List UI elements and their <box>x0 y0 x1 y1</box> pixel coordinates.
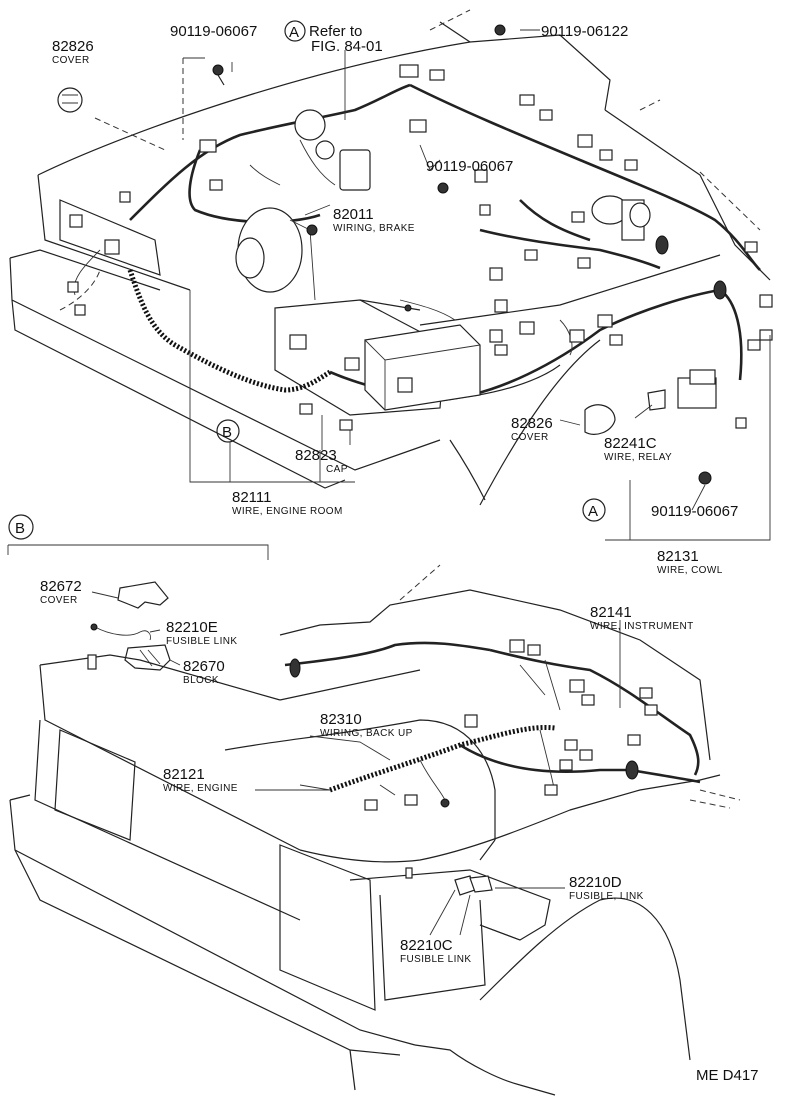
svg-text:B: B <box>222 424 232 441</box>
marker-b-icon <box>8 514 34 540</box>
svg-text:90119-06067: 90119-06067 <box>651 503 738 520</box>
svg-text:FUSIBLE LINK: FUSIBLE LINK <box>166 636 238 647</box>
svg-text:90119-06067: 90119-06067 <box>426 158 513 175</box>
svg-text:82011: 82011 <box>333 206 374 223</box>
svg-text:82210E: 82210E <box>166 619 218 636</box>
svg-text:82310: 82310 <box>320 711 362 728</box>
svg-text:WIRE, COWL: WIRE, COWL <box>657 565 723 576</box>
callout-90119-06067-mid: 90119-06067 <box>426 158 513 175</box>
callout-82210d: 82210D FUSIBLE, LINK <box>569 874 644 902</box>
marker-b-icon <box>216 419 240 443</box>
svg-text:WIRE, ENGINE ROOM: WIRE, ENGINE ROOM <box>232 506 343 517</box>
lower-components <box>87 639 658 896</box>
svg-text:ME D417: ME D417 <box>696 1067 759 1084</box>
svg-text:FUSIBLE, LINK: FUSIBLE, LINK <box>569 891 644 902</box>
svg-text:B: B <box>15 520 25 537</box>
footer-code: ME D417 <box>696 1067 759 1084</box>
callout-82672: 82672 COVER <box>40 578 82 606</box>
callout-82210c: 82210C FUSIBLE LINK <box>400 937 472 965</box>
upper-leader-lines <box>94 29 771 541</box>
svg-text:90119-06122: 90119-06122 <box>541 23 628 40</box>
svg-text:82672: 82672 <box>40 578 82 595</box>
callout-82310: 82310 WIRING, BACK UP <box>320 711 413 739</box>
svg-text:82121: 82121 <box>163 766 205 783</box>
svg-text:82141: 82141 <box>590 604 632 621</box>
svg-text:82670: 82670 <box>183 658 225 675</box>
svg-text:FIG. 84-01: FIG. 84-01 <box>311 38 383 55</box>
callout-82141: 82141 WIRE, INSTRUMENT <box>590 604 694 632</box>
callout-82826-cover-mid: 82826 COVER <box>511 415 553 443</box>
inset-parts <box>90 581 171 671</box>
marker-b-inset: B <box>8 514 34 540</box>
upper-car-body <box>9 9 771 506</box>
svg-text:82131: 82131 <box>657 548 699 565</box>
callout-90119-06067-right: 90119-06067 <box>651 503 738 520</box>
svg-text:A: A <box>588 503 598 520</box>
svg-text:WIRING, BRAKE: WIRING, BRAKE <box>333 223 415 234</box>
svg-text:CAP: CAP <box>326 464 348 475</box>
callout-90119-06067-top: 90119-06067 <box>170 23 257 40</box>
svg-text:COVER: COVER <box>511 432 549 443</box>
callout-ref-a: A Refer to FIG. 84-01 <box>284 20 383 55</box>
svg-text:82826: 82826 <box>52 38 94 55</box>
callout-82210e: 82210E FUSIBLE LINK <box>166 619 238 647</box>
svg-text:82210C: 82210C <box>400 937 453 954</box>
svg-text:WIRE, RELAY: WIRE, RELAY <box>604 452 672 463</box>
lower-leader-lines <box>91 591 621 936</box>
marker-a-icon <box>582 498 606 522</box>
svg-text:BLOCK: BLOCK <box>183 675 219 686</box>
upper-components <box>57 24 773 485</box>
callout-82823: 82823 CAP <box>295 447 348 475</box>
svg-text:82241C: 82241C <box>604 435 657 452</box>
callout-82241c: 82241C WIRE, RELAY <box>604 435 672 463</box>
marker-a-icon <box>284 20 306 42</box>
svg-text:90119-06067: 90119-06067 <box>170 23 257 40</box>
inset-b-bracket <box>7 544 269 560</box>
svg-text:FUSIBLE LINK: FUSIBLE LINK <box>400 954 472 965</box>
callout-82131: 82131 WIRE, COWL <box>657 548 723 576</box>
callout-90119-06122: 90119-06122 <box>541 23 628 40</box>
svg-text:WIRING, BACK UP: WIRING, BACK UP <box>320 728 413 739</box>
svg-text:A: A <box>289 24 299 41</box>
callout-82826-cover-top: 82826 COVER <box>52 38 94 66</box>
svg-text:82210D: 82210D <box>569 874 622 891</box>
svg-text:COVER: COVER <box>52 55 90 66</box>
marker-a-main: A <box>582 498 606 522</box>
svg-text:WIRE, INSTRUMENT: WIRE, INSTRUMENT <box>590 621 694 632</box>
svg-text:WIRE, ENGINE: WIRE, ENGINE <box>163 783 238 794</box>
svg-text:82111: 82111 <box>232 489 272 506</box>
callout-82011: 82011 WIRING, BRAKE <box>333 206 415 234</box>
svg-text:82823: 82823 <box>295 447 337 464</box>
svg-text:COVER: COVER <box>40 595 78 606</box>
callout-82111: 82111 WIRE, ENGINE ROOM <box>232 489 343 517</box>
marker-b-main: B <box>216 419 240 443</box>
svg-text:82826: 82826 <box>511 415 553 432</box>
callout-82670: 82670 BLOCK <box>183 658 225 686</box>
callout-82121: 82121 WIRE, ENGINE <box>163 766 238 794</box>
svg-text:Refer to: Refer to <box>309 23 362 40</box>
lower-car-body <box>9 564 741 1096</box>
